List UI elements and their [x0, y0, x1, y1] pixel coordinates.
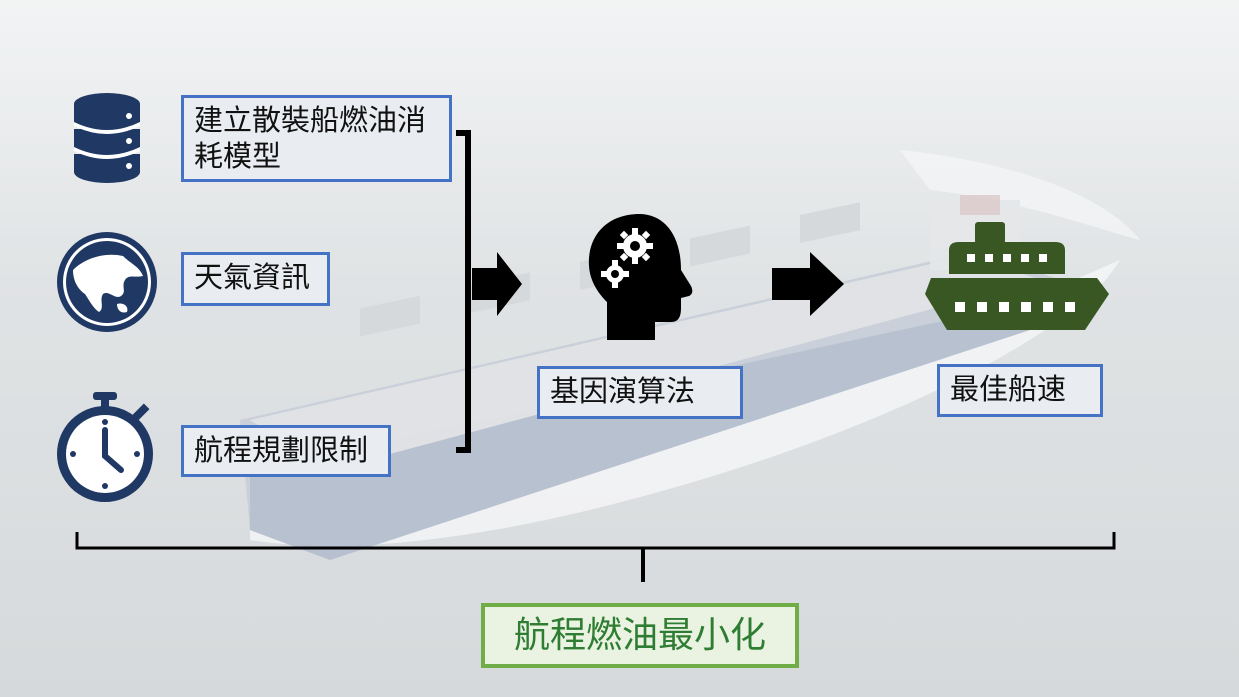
weather-info-box: 天氣資訊: [181, 252, 330, 306]
brain-gears-icon: [588, 214, 693, 340]
weather-info-label: 天氣資訊: [194, 260, 311, 294]
fuel-model-label: 建立散裝船燃油消耗模型: [194, 103, 427, 173]
fuel-minimization-box: 航程燃油最小化: [481, 603, 799, 668]
database-icon: [74, 93, 140, 183]
arrow-to-algorithm: [472, 252, 522, 316]
genetic-algorithm-label: 基因演算法: [550, 374, 696, 408]
voyage-constraints-box: 航程規劃限制: [181, 425, 391, 477]
bottom-brace: [75, 532, 1116, 550]
arrow-to-output: [772, 252, 844, 316]
fuel-model-box: 建立散裝船燃油消耗模型: [181, 95, 452, 182]
optimal-speed-box: 最佳船速: [937, 364, 1103, 417]
globe-icon: [57, 232, 157, 332]
ship-icon: [925, 222, 1109, 330]
input-bracket: [456, 130, 471, 453]
stopwatch-icon: [57, 392, 153, 502]
optimal-speed-label: 最佳船速: [950, 372, 1067, 406]
fuel-minimization-label: 航程燃油最小化: [513, 615, 766, 656]
genetic-algorithm-box: 基因演算法: [537, 366, 743, 419]
voyage-constraints-label: 航程規劃限制: [194, 433, 369, 467]
